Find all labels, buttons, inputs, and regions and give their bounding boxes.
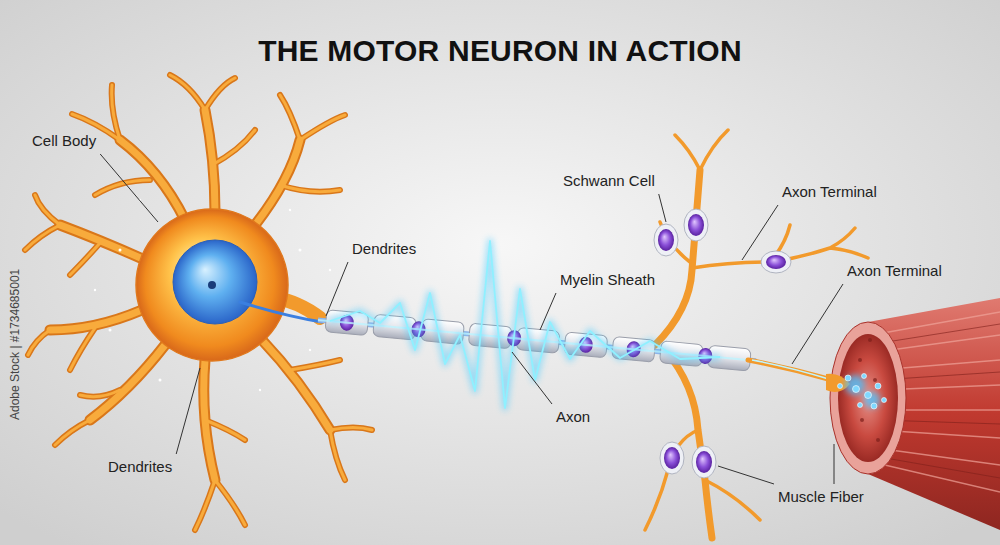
part-label: Schwann Cell — [563, 172, 655, 190]
sparkle — [94, 289, 96, 291]
muscle-cross-section — [830, 322, 906, 474]
dendrite-branch — [25, 75, 372, 530]
myofibril — [858, 358, 862, 362]
leader-line — [512, 352, 552, 404]
muscle-cross-section-inner — [838, 334, 898, 462]
neurotransmitter — [865, 392, 872, 399]
part-label: Axon Terminal — [782, 183, 877, 201]
neurotransmitter-dots — [838, 374, 887, 410]
dendrite-shadow — [25, 75, 372, 530]
sparkle — [109, 329, 112, 332]
schwann-nucleus — [766, 255, 786, 269]
signal-core — [752, 360, 832, 380]
neurotransmitter — [862, 374, 867, 379]
sparkle — [309, 349, 311, 351]
leader-line — [718, 466, 774, 484]
schwann-cell — [654, 224, 678, 256]
schwann-nucleus — [664, 447, 680, 469]
neurotransmitter — [882, 398, 887, 403]
myofibril — [860, 418, 864, 422]
waveform — [330, 241, 720, 408]
leader-line — [792, 284, 843, 364]
schwann-nucleus — [658, 229, 674, 251]
dendrite — [262, 340, 330, 430]
leader-line — [326, 262, 348, 316]
part-label: Axon — [556, 408, 590, 426]
part-label: Dendrites — [108, 458, 172, 476]
terminal-twig — [645, 430, 760, 530]
dendrites — [25, 75, 372, 530]
watermark: Adobe Stock | #1734685001 — [6, 269, 24, 420]
part-label: Axon Terminal — [847, 262, 942, 280]
axon-core — [240, 302, 322, 322]
dendrite — [262, 340, 330, 430]
neurotransmitter — [838, 384, 843, 389]
dendrite — [205, 110, 215, 212]
sparkle — [119, 249, 122, 252]
leader-line — [742, 205, 778, 260]
sparkle — [159, 379, 162, 382]
leader-line — [176, 368, 200, 454]
nucleus — [173, 240, 257, 324]
upper-terminal-branches — [655, 130, 868, 345]
sparkles — [94, 199, 331, 391]
part-label: Myelin Sheath — [560, 271, 655, 289]
neurotransmitter — [853, 386, 860, 393]
sparkle — [299, 249, 302, 252]
schwann-cell — [692, 446, 716, 478]
part-label: Dendrites — [352, 240, 416, 258]
dendrite-light — [25, 75, 372, 530]
leader-line — [834, 444, 835, 484]
dendrite — [90, 345, 165, 420]
schwann-cell — [684, 209, 708, 241]
lower-terminal-branches — [645, 350, 760, 538]
part-label: Muscle Fiber — [778, 488, 864, 506]
schwann-nucleus — [696, 451, 712, 473]
schwann-nucleus — [688, 214, 704, 236]
glow — [845, 375, 865, 395]
neurotransmitter — [845, 375, 851, 381]
cell-body — [136, 209, 288, 361]
title: THE MOTOR NEURON IN ACTION — [0, 34, 1000, 68]
myofibril — [876, 438, 880, 442]
dendrite — [120, 140, 185, 220]
leader-line — [659, 194, 666, 222]
leader-line — [100, 154, 158, 222]
action-potential — [330, 241, 720, 408]
schwann-cells — [654, 209, 791, 478]
part-label: Cell Body — [32, 132, 96, 150]
glow — [864, 392, 880, 408]
neurotransmitter-glow — [845, 375, 880, 408]
dendrite — [205, 110, 215, 212]
neurotransmitter — [858, 403, 863, 408]
dendrite — [255, 140, 300, 225]
signal-core — [318, 320, 756, 361]
sparkle — [259, 389, 261, 391]
terminal-branch — [655, 170, 700, 345]
dendrite — [90, 345, 165, 420]
leader-line — [540, 293, 556, 330]
dendrite — [60, 225, 145, 260]
sparkle — [329, 269, 331, 271]
terminal-fiber — [748, 360, 832, 380]
neurotransmitter — [875, 383, 881, 389]
neurotransmitter — [871, 403, 877, 409]
axon — [318, 320, 756, 361]
myofibril — [868, 338, 872, 342]
dendrite — [255, 140, 300, 225]
nucleolus — [208, 281, 216, 289]
schwann-cell — [660, 442, 684, 474]
sparkle — [289, 209, 291, 211]
schwann-cell — [761, 251, 791, 273]
neurotransmitters — [838, 374, 887, 410]
dendrite — [60, 225, 145, 260]
dendrite-branch — [25, 75, 372, 530]
myofibril — [873, 378, 877, 382]
waveform-glow — [330, 241, 720, 408]
